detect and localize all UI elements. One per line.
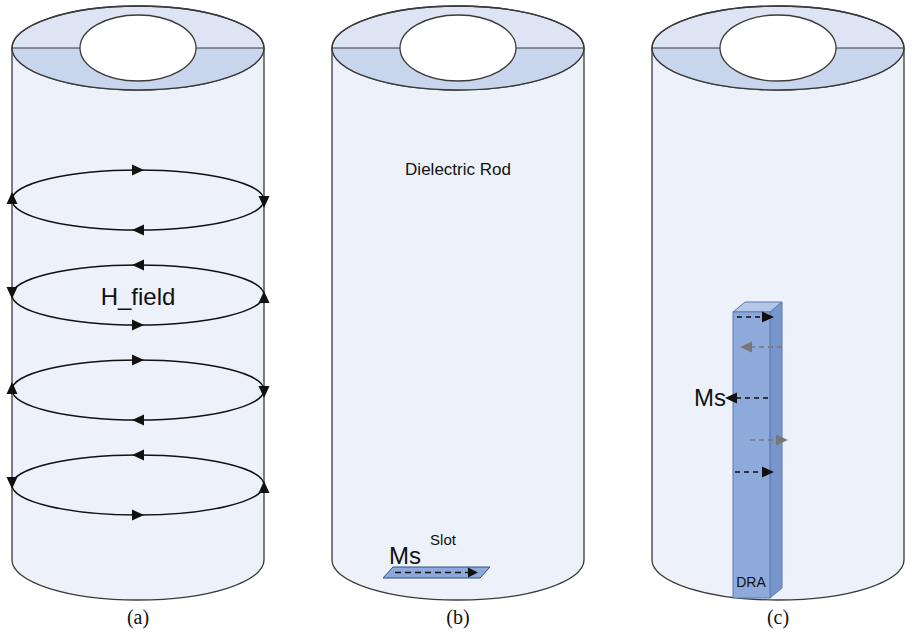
magnetic-current-arrow: [395, 572, 470, 573]
panel-caption: (a): [127, 606, 149, 628]
arrow-head: [776, 435, 788, 446]
arrow-head: [762, 312, 774, 323]
rod-node: Dielectric Rod (b) Ms Slot: [328, 2, 590, 632]
magnetic-current-arrow: [735, 471, 762, 472]
arrow-head: [762, 467, 774, 478]
field-arrow-head: [132, 415, 144, 426]
dra-magnetic-current-arrows: [725, 312, 788, 478]
dielectric-rod-cylinder: [332, 6, 584, 600]
magnetic-current-arrow: [750, 439, 776, 440]
field-arrow-head: [259, 196, 270, 208]
dielectric-rod-cylinder: [12, 6, 264, 600]
h-field-loop: [12, 265, 264, 325]
part-label: Dielectric Rod: [405, 161, 511, 180]
part-label: Slot: [430, 532, 456, 549]
dra-front-face: [733, 312, 770, 598]
h-field-loops: [7, 165, 270, 521]
field-arrow-head: [132, 165, 144, 176]
dra-node: MsDRA: [690, 298, 786, 600]
dielectric-rod-cylinder: [652, 6, 904, 600]
field-arrow-head: [7, 192, 18, 204]
field-arrow-head: [132, 260, 144, 271]
arrow-head: [468, 568, 478, 578]
field-arrow-head: [259, 386, 270, 398]
h-field-loop: [12, 455, 264, 515]
field-arrow-head: [259, 481, 270, 493]
part-label: H_field: [101, 284, 176, 310]
part-label: Ms: [694, 385, 726, 411]
field-arrow-head: [132, 320, 144, 331]
part-label: DRA: [736, 575, 766, 590]
field-arrow-head: [7, 287, 18, 299]
field-arrow-head: [7, 382, 18, 394]
field-arrow-head: [132, 225, 144, 236]
h-field-loop: [12, 360, 264, 420]
arrow-head: [725, 393, 737, 404]
slot-node: Ms Slot: [380, 528, 495, 582]
part-label: Ms: [389, 543, 421, 569]
field-arrow-head: [259, 291, 270, 303]
arrow-head: [740, 342, 752, 353]
field-arrow-head: [132, 450, 144, 461]
field-arrow-head: [132, 355, 144, 366]
h-field-loop: [12, 170, 264, 230]
rod-node: H_field (a): [8, 2, 270, 632]
magnetic-current-arrow: [737, 316, 762, 317]
field-arrow-head: [132, 510, 144, 521]
field-arrow-head: [7, 477, 18, 489]
magnetic-current-arrow: [737, 397, 768, 398]
rod-node: (c) MsDRA: [648, 2, 910, 632]
magnetic-current-arrow: [752, 346, 782, 347]
panel-caption: (c): [767, 606, 789, 628]
panel-caption: (b): [446, 606, 469, 628]
